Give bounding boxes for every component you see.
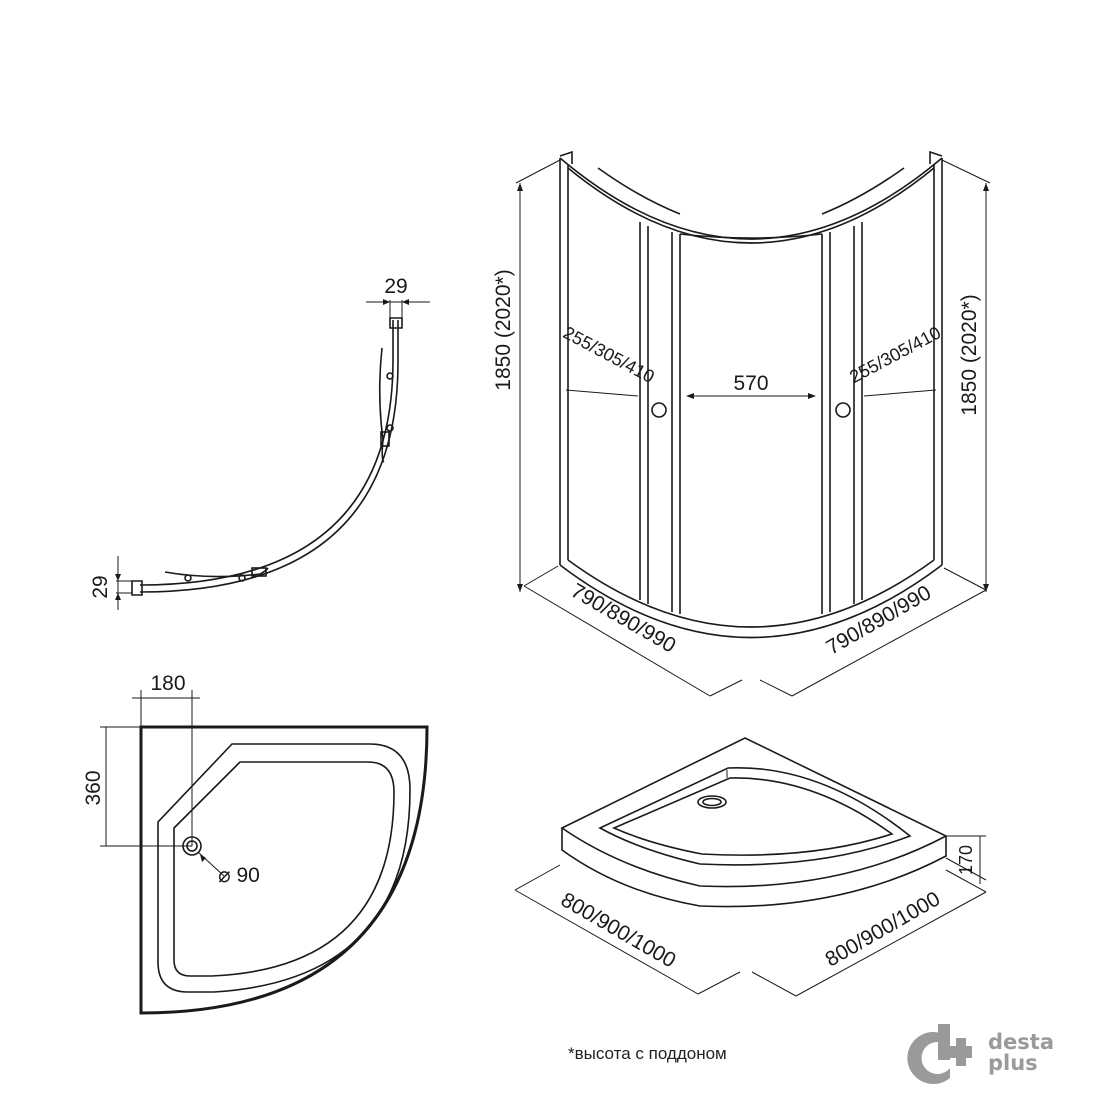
dim-ext-line [945,857,987,881]
cabin-bottom-arc-inner [567,559,935,628]
cabin-bottom-arc [559,564,943,639]
dim-ext-line [759,679,793,697]
dim-line [523,585,711,697]
top-roller-track [821,167,905,215]
handle-icon [251,567,267,577]
tray-drain-icon [697,795,727,809]
handle-icon [380,431,390,447]
dim-base-left: 790/890/990 [567,579,680,657]
dim-arrow [200,854,206,862]
tray-basin-outer [598,767,912,866]
profile-inner-arc [139,320,399,593]
roller-icon [386,424,394,432]
cabin-top-arc [559,157,943,240]
dim-arrows [115,574,121,600]
tray-top-surface [560,737,948,888]
footnote: *высота с поддоном [568,1044,727,1063]
dim-ext-line [697,971,741,995]
dim-side-offset: 29 [89,575,112,598]
dim-line [565,389,639,397]
profile-door-upper [378,347,385,463]
tray-rim-outer [157,743,411,993]
cabin-top-left-cap [559,150,573,164]
doors-top-rail [679,233,823,239]
logo-line2: plus [988,1051,1038,1075]
tray-front-skirt [561,828,947,908]
dim-ext-line [941,159,991,184]
dim-ext-line [709,679,743,697]
tray-plan-view: 180 360 ⌀ 90 [82,672,429,1015]
desta-plus-logo: desta plus [900,1018,1070,1090]
dim-line [791,589,987,697]
dim-door-width-left: 255/305/410 [560,322,658,387]
dim-tray-base-right: 800/900/1000 [821,887,944,971]
tray-iso-view: 170 800/900/1000 800/900/1000 [514,737,987,997]
dim-ext-line [751,971,797,997]
dim-ext-line [945,869,987,893]
dim-ext-line [514,864,561,891]
dim-door-width-right: 255/305/410 [846,322,944,387]
dim-ext-line [943,567,987,591]
roller-icon [238,574,246,582]
cabin-top-right-cap [929,150,943,164]
logo-text: desta plus [988,1032,1054,1074]
profile-side-cap [131,580,143,596]
dim-drain-y: 360 [82,770,105,805]
dim-ext-line [523,565,559,587]
dim-drain-diameter: ⌀ 90 [218,864,260,887]
dim-base-right: 790/890/990 [822,581,935,659]
dim-opening-width: 570 [733,372,768,395]
top-roller-track [597,167,681,215]
profile-plan-view: 29 29 [89,275,430,610]
dim-ext-line [515,159,561,184]
dim-height-right: 1850 (2020*) [958,294,981,415]
tray-outline [139,725,429,1015]
dim-tray-height: 170 [956,845,976,875]
roller-icon [184,574,192,582]
dim-tray-base-left: 800/900/1000 [557,888,680,972]
dim-drain-x: 180 [150,672,185,695]
logo-mark-icon [907,1024,972,1084]
profile-top-cap [389,317,403,329]
roller-icon [386,372,394,380]
tray-drain-inner-icon [702,797,722,807]
dim-arrows [383,299,409,305]
cabin-top-arc-inner [567,167,935,244]
dim-line [514,889,699,995]
left-handle-icon [651,402,667,418]
tray-basin-inner [612,777,894,856]
dim-line [795,891,987,997]
tray-rim-inner [173,761,395,977]
profile-outer-arc [139,320,394,586]
dim-line [863,389,937,397]
dim-height-left: 1850 (2020*) [492,269,515,390]
cabin-view: 570 255/305/410 255/305/410 1850 (2020*)… [492,150,991,697]
dim-top-offset: 29 [384,275,407,298]
right-handle-icon [835,402,851,418]
logo-line1: desta [988,1030,1054,1054]
